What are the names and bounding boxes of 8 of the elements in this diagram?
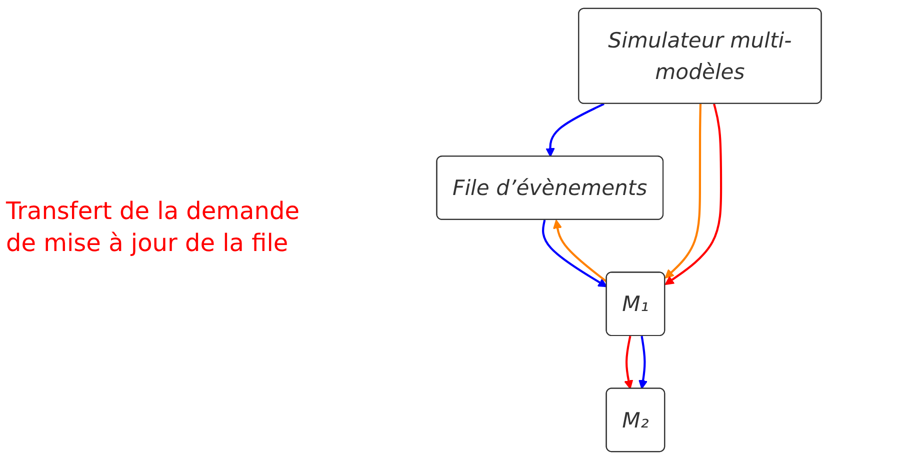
- arrow: [638, 336, 648, 390]
- arrow: [546, 102, 604, 158]
- arrow: [624, 336, 634, 390]
- arrow: [542, 220, 608, 288]
- note-text: Transfert de la demande de mise à jour de la file: [6, 196, 300, 260]
- arrow: [664, 104, 722, 286]
- arrow: [664, 104, 702, 279]
- arrow: [552, 220, 608, 283]
